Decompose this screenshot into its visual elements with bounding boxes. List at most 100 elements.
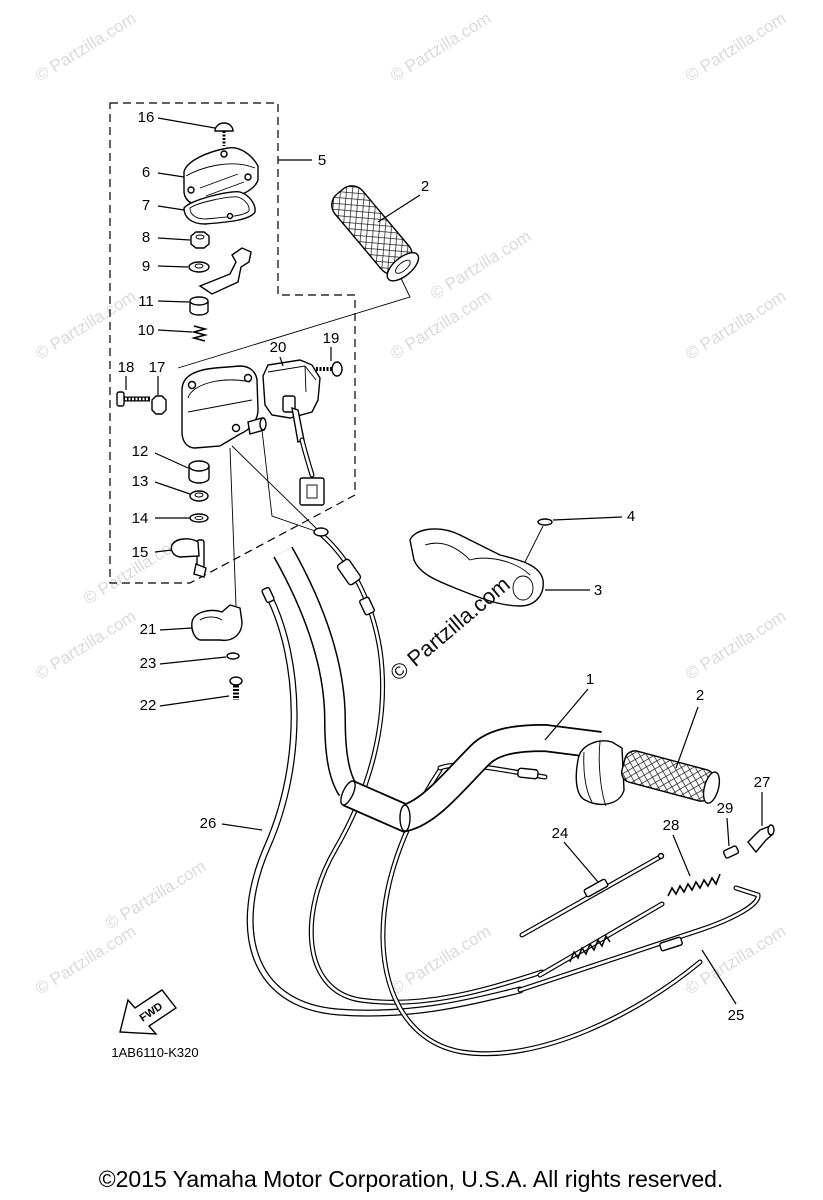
grip-body (620, 750, 716, 802)
cover-hole (187, 186, 195, 194)
callout-13: 13 (132, 473, 149, 490)
leader-line (159, 656, 227, 665)
bracket (198, 247, 252, 295)
gasket-inner (189, 196, 250, 220)
leader-line (157, 300, 190, 303)
watermark: © Partzilla.com (387, 922, 494, 999)
washer-outer (189, 490, 209, 502)
cable-tube-fill (274, 547, 357, 796)
watermark: © Partzilla.com (32, 9, 139, 86)
part-27-fitting (747, 824, 775, 854)
part-17-nut (151, 395, 167, 415)
cover-edge (185, 163, 256, 177)
screw-head (214, 122, 234, 132)
part-28-cable-spring (537, 873, 721, 978)
assembly-line (177, 271, 411, 369)
leader-line (279, 356, 284, 367)
watermark: © Partzilla.com (682, 9, 789, 86)
callout-9: 9 (142, 258, 150, 275)
leader-line (552, 516, 623, 521)
callout-2-right: 2 (696, 687, 704, 704)
part-15-lever (170, 538, 207, 578)
callout-29: 29 (717, 800, 734, 817)
part-12-bushing (188, 460, 210, 484)
bushing-top (188, 460, 210, 472)
cable-28-fill (538, 902, 664, 977)
callout-6: 6 (142, 164, 150, 181)
cable-26 (246, 586, 524, 1017)
leader-line (221, 823, 263, 831)
clamp-groove (199, 616, 223, 621)
washer-hole (194, 492, 204, 498)
assembly-line (229, 447, 237, 607)
cable-25-sleeve (659, 936, 683, 952)
watermark-main: © Partzilla.com (385, 571, 515, 685)
watermark: © Partzilla.com (682, 607, 789, 684)
cover-shell (409, 528, 544, 607)
cover-contour (424, 542, 531, 576)
switch-connector-pin (306, 484, 318, 499)
callout-4: 4 (627, 508, 635, 525)
cable-26-fill (248, 595, 523, 1016)
callout-11: 11 (138, 293, 154, 310)
switch-face (267, 365, 317, 393)
cable-clutch-end (313, 527, 329, 537)
handlebar-fill (343, 725, 602, 831)
watermark: © Partzilla.com (32, 287, 139, 364)
callout-22: 22 (140, 697, 157, 714)
clamp-body (191, 604, 243, 642)
part-23-washer (226, 652, 240, 660)
callout-18: 18 (118, 359, 135, 376)
callout-27: 27 (754, 774, 771, 791)
leader-line (157, 329, 193, 333)
leader-line (157, 117, 216, 129)
lever-foot (193, 563, 207, 578)
washer (188, 261, 210, 273)
watermark: © Partzilla.com (32, 922, 139, 999)
callout-5: 5 (318, 152, 326, 169)
housing-rim (187, 379, 253, 413)
leader-line (544, 688, 589, 741)
cable-clutch-ferrule (359, 596, 375, 616)
grip-end (702, 771, 721, 804)
callout-24: 24 (552, 825, 569, 842)
watermark: © Partzilla.com (32, 607, 139, 684)
cover-ridge (199, 173, 245, 197)
callout-15: 15 (132, 544, 149, 561)
assembly-line (231, 445, 321, 533)
callout-21: 21 (140, 621, 157, 638)
part-20-switch (262, 359, 325, 506)
leader-line (157, 205, 185, 211)
grip-bore (395, 259, 411, 274)
part-24-cable (519, 852, 665, 938)
watermark: © Partzilla.com (387, 9, 494, 86)
housing-boss (231, 423, 241, 433)
collar-top (189, 296, 209, 306)
fitting-end (767, 824, 775, 836)
leader-line (154, 481, 191, 495)
leader-line (159, 627, 193, 631)
part-9-washer-bracket (188, 247, 252, 295)
cable-throttle-loop-fill (381, 768, 702, 1055)
housing-boss (243, 373, 253, 383)
leader-line (154, 452, 189, 469)
part-7-gasket (183, 191, 256, 225)
leader-line (154, 549, 173, 553)
part-29-sleeve (722, 845, 740, 859)
screw-head (331, 361, 343, 377)
spring-28-inline (569, 934, 611, 963)
nut-bore (195, 234, 205, 240)
cover-hole (220, 150, 228, 158)
watermark: © Partzilla.com (682, 287, 789, 364)
part-22-bolt (229, 676, 243, 700)
handlebar-collar (399, 804, 411, 832)
grip-end (386, 252, 420, 282)
part-10-spring (190, 325, 209, 342)
cable-24-sleeve (583, 878, 609, 898)
callout-23: 23 (140, 655, 157, 672)
cover-bore (512, 575, 534, 601)
callout-26: 26 (200, 815, 217, 832)
part-2-grip-right (620, 750, 721, 804)
cable-clutch-fill (310, 533, 544, 1004)
